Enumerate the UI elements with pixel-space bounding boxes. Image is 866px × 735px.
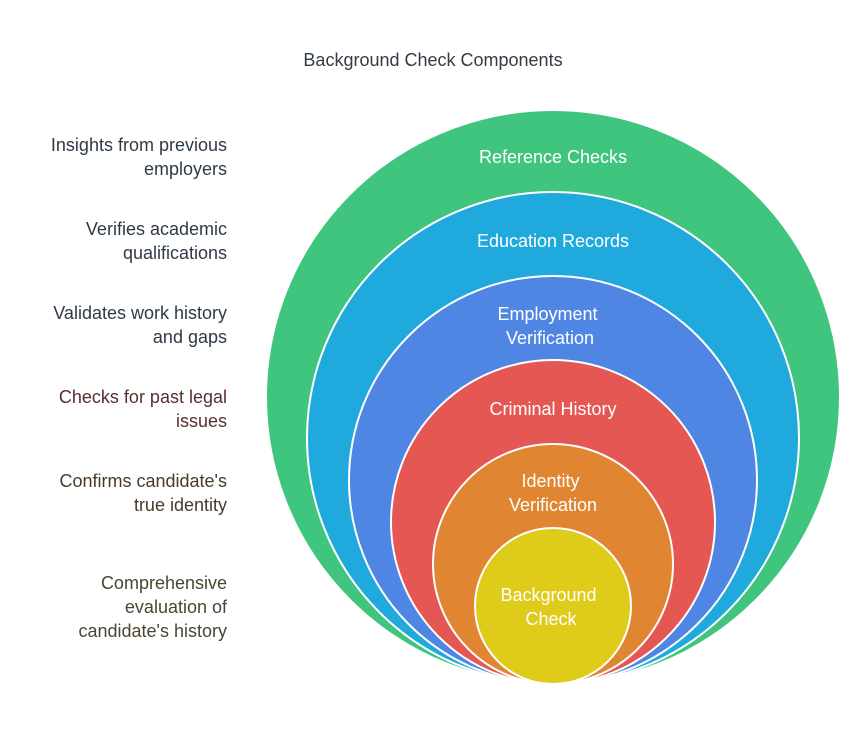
- label-criminal-history-line-1: Criminal History: [489, 399, 616, 419]
- label-reference-checks: Reference Checks: [479, 147, 627, 167]
- description-criminal-history: Checks for past legal issues: [58, 387, 227, 431]
- label-background-check: Background Check: [500, 585, 601, 629]
- label-reference-checks-line-1: Reference Checks: [479, 147, 627, 167]
- label-background-check-line-2: Check: [525, 609, 577, 629]
- description-education-records: Verifies academic qualifications: [85, 219, 227, 263]
- label-employment-verification-line-1: Employment: [497, 304, 597, 324]
- diagram-title: Background Check Components: [303, 50, 563, 70]
- label-employment-verification: Employment Verification: [497, 304, 602, 348]
- label-background-check-line-1: Background: [500, 585, 596, 605]
- label-identity-verification: Identity Verification: [509, 471, 597, 515]
- description-identity-verification: Confirms candidate's true identity: [59, 471, 227, 515]
- description-reference-checks: Insights from previous employers: [50, 135, 227, 179]
- description-background-check: Comprehensive evaluation of candidate's …: [78, 573, 227, 641]
- label-education-records-line-1: Education Records: [477, 231, 629, 251]
- label-education-records: Education Records: [477, 231, 629, 251]
- label-identity-verification-line-2: Verification: [509, 495, 597, 515]
- ring-background-check: [474, 527, 632, 685]
- description-employment-verification: Validates work history and gaps: [53, 303, 227, 347]
- label-criminal-history: Criminal History: [489, 399, 616, 419]
- label-employment-verification-line-2: Verification: [506, 328, 594, 348]
- label-identity-verification-line-1: Identity: [521, 471, 579, 491]
